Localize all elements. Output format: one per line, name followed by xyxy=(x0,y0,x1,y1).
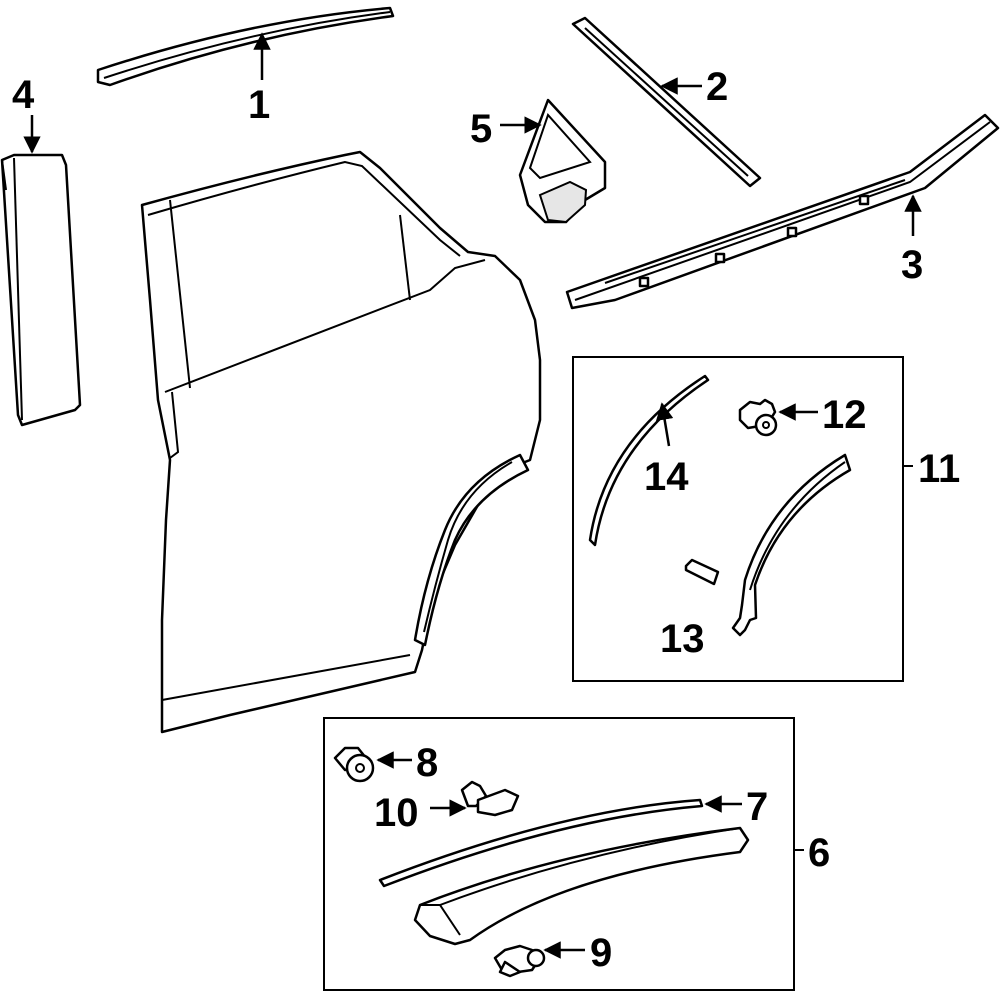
part-2-weatherstrip: 2 xyxy=(571,16,762,188)
callout-12: 12 xyxy=(822,393,867,437)
callout-1: 1 xyxy=(248,83,270,127)
callout-7: 7 xyxy=(746,785,768,829)
rear-door-panel xyxy=(140,150,542,734)
clip-icon xyxy=(460,780,520,817)
callout-10: 10 xyxy=(374,791,419,835)
callout-6: 6 xyxy=(808,831,830,875)
callout-4: 4 xyxy=(12,73,35,117)
group-11-box: 11 14 12 13 xyxy=(572,356,960,682)
clip-icon xyxy=(333,746,375,783)
callout-9: 9 xyxy=(590,931,612,975)
group-6-box: 6 8 10 7 9 xyxy=(323,717,830,991)
part-1-molding: 1 xyxy=(96,6,395,127)
clip-icon xyxy=(738,398,778,437)
callout-11: 11 xyxy=(918,447,960,491)
callout-2: 2 xyxy=(706,65,728,109)
callout-5: 5 xyxy=(470,107,492,151)
part-5-corner-piece: 5 xyxy=(470,98,607,224)
callout-13: 13 xyxy=(660,617,705,661)
part-3-belt-molding: 3 xyxy=(565,113,1000,310)
callout-14: 14 xyxy=(644,455,689,499)
callout-8: 8 xyxy=(416,741,438,785)
part-4-pillar-garnish: 4 xyxy=(0,73,82,427)
callout-3: 3 xyxy=(901,243,923,287)
clip-icon xyxy=(493,944,546,978)
